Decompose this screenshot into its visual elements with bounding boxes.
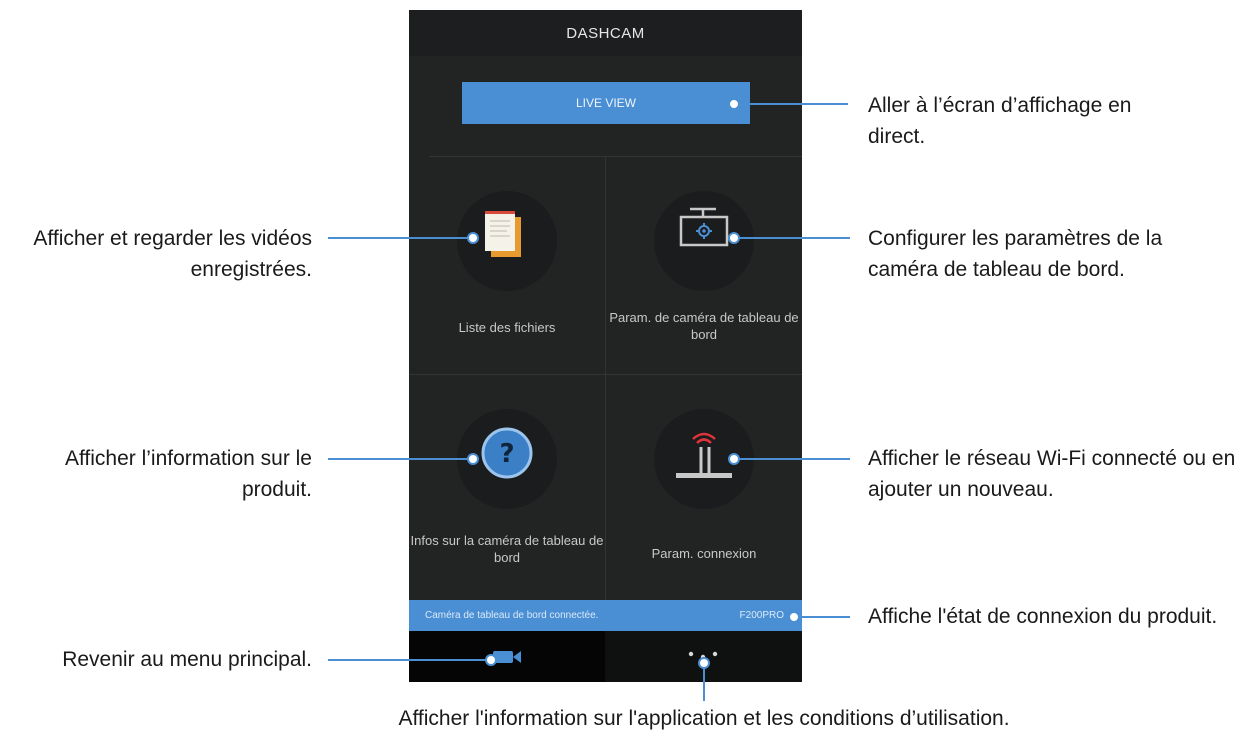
tile-dashcam-settings[interactable]: Param. de caméra de tableau de bord <box>606 156 802 374</box>
model-badge: F200PRO <box>739 610 784 621</box>
callout-line <box>796 616 850 618</box>
help-question-icon: ? <box>481 427 533 479</box>
callout-line <box>736 237 850 239</box>
file-list-icon <box>485 211 521 257</box>
callout-wifi: Afficher le réseau Wi-Fi connecté ou en … <box>868 447 1236 501</box>
tile-label: Liste des fichiers <box>458 320 556 335</box>
tile-label: Infos sur la caméra de tableau de bord <box>410 533 604 565</box>
tile-dashcam-info[interactable]: ? Infos sur la caméra de tableau de bord <box>409 374 605 592</box>
grid-divider <box>605 156 606 600</box>
tile-label: Param. de caméra de tableau de bord <box>609 310 799 342</box>
callout-dot <box>728 98 740 110</box>
callout-dot <box>467 453 479 465</box>
callout-dot <box>728 232 740 244</box>
callout-app-info: Afficher l'information sur l'application… <box>398 707 1010 730</box>
callout-dot <box>728 453 740 465</box>
status-text: Caméra de tableau de bord connectée. <box>425 610 599 621</box>
svg-text:?: ? <box>499 439 514 469</box>
callout-line <box>703 665 705 701</box>
camera-settings-icon <box>679 207 729 247</box>
callout-line <box>736 458 850 460</box>
tile-icon-circle <box>457 191 557 291</box>
callout-dot <box>788 611 800 623</box>
callout-live-view: Aller à l’écran d’affichage en direct. <box>868 94 1132 148</box>
callout-dot <box>698 657 710 669</box>
callout-file-list: Afficher et regarder les vidéos enregist… <box>33 227 312 281</box>
grid-divider <box>429 156 802 157</box>
callout-dot <box>485 654 497 666</box>
wifi-router-icon <box>676 432 732 478</box>
callout-dot <box>467 232 479 244</box>
bottom-nav <box>409 631 802 682</box>
app-title: DASHCAM <box>409 10 802 56</box>
callout-line <box>328 458 472 460</box>
tile-connection-settings[interactable]: Param. connexion <box>606 374 802 592</box>
tile-label: Param. connexion <box>651 546 757 561</box>
video-camera-icon <box>493 651 521 663</box>
live-view-button[interactable]: LIVE VIEW <box>462 82 750 124</box>
phone-screen: DASHCAM LIVE VIEW Liste des fichiers <box>409 10 802 682</box>
callout-settings: Configurer les paramètres de la caméra d… <box>868 227 1163 281</box>
callout-status: Affiche l'état de connexion du produit. <box>868 605 1218 628</box>
callout-line <box>328 659 488 661</box>
callout-product-info: Afficher l’information sur le produit. <box>64 447 312 501</box>
tile-file-list[interactable]: Liste des fichiers <box>409 156 605 374</box>
connection-status-bar: Caméra de tableau de bord connectée. F20… <box>409 600 802 631</box>
callout-main-menu: Revenir au menu principal. <box>62 648 312 671</box>
callout-line <box>736 103 848 105</box>
callout-line <box>328 237 472 239</box>
nav-home-button[interactable] <box>409 631 605 682</box>
